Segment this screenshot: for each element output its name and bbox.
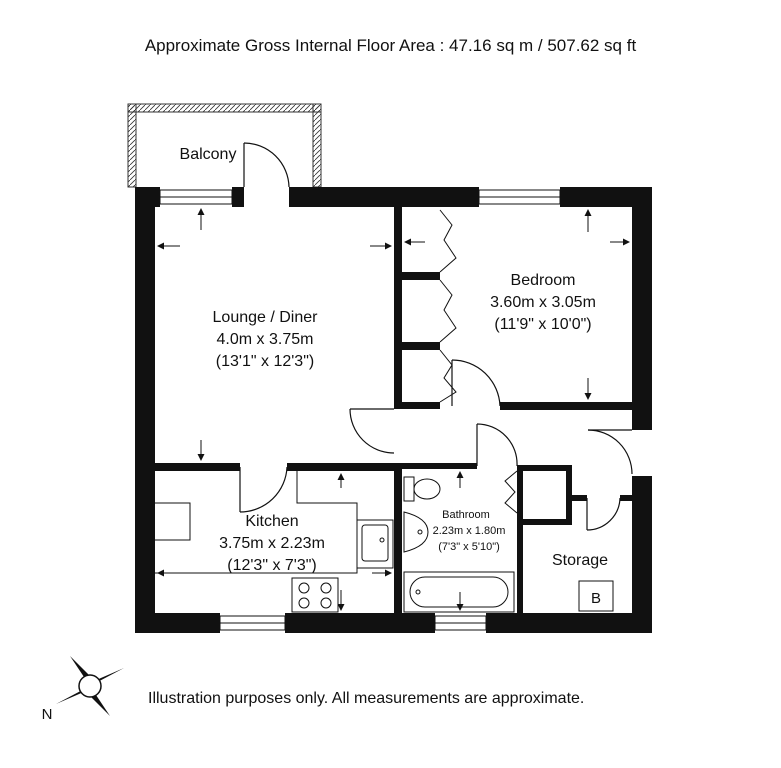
doors xyxy=(239,142,633,531)
bedroom-label: Bedroom xyxy=(511,272,576,289)
balcony-railing xyxy=(127,103,322,188)
lounge-imperial: (13'1" x 12'3") xyxy=(216,353,314,370)
exterior-walls xyxy=(135,187,652,633)
dimension-arrows xyxy=(157,208,630,611)
bathroom-metric: 2.23m x 1.80m xyxy=(433,525,506,537)
bedroom-metric: 3.60m x 3.05m xyxy=(490,294,596,311)
floor-area-title: Approximate Gross Internal Floor Area : … xyxy=(144,36,637,55)
north-label: N xyxy=(42,706,53,723)
bathroom-imperial: (7'3" x 5'10") xyxy=(438,541,500,553)
kitchen-metric: 3.75m x 2.23m xyxy=(219,535,325,552)
lounge-label: Lounge / Diner xyxy=(213,309,319,326)
disclaimer-text: Illustration purposes only. All measurem… xyxy=(148,690,585,707)
boiler-label: B xyxy=(591,590,601,607)
lounge-metric: 4.0m x 3.75m xyxy=(217,331,314,348)
bedroom-imperial: (11'9" x 10'0") xyxy=(494,316,591,333)
kitchen-imperial: (12'3" x 7'3") xyxy=(227,557,317,574)
interior-walls xyxy=(155,207,632,613)
kitchen-fittings xyxy=(155,471,394,613)
wardrobe-doors xyxy=(439,209,518,514)
bathroom-label: Bathroom xyxy=(442,509,490,521)
compass-icon: N xyxy=(42,656,124,723)
balcony-label: Balcony xyxy=(180,146,237,163)
boiler: B xyxy=(578,580,614,612)
kitchen-label: Kitchen xyxy=(245,513,298,530)
windows xyxy=(159,189,561,631)
storage-label: Storage xyxy=(552,552,608,569)
